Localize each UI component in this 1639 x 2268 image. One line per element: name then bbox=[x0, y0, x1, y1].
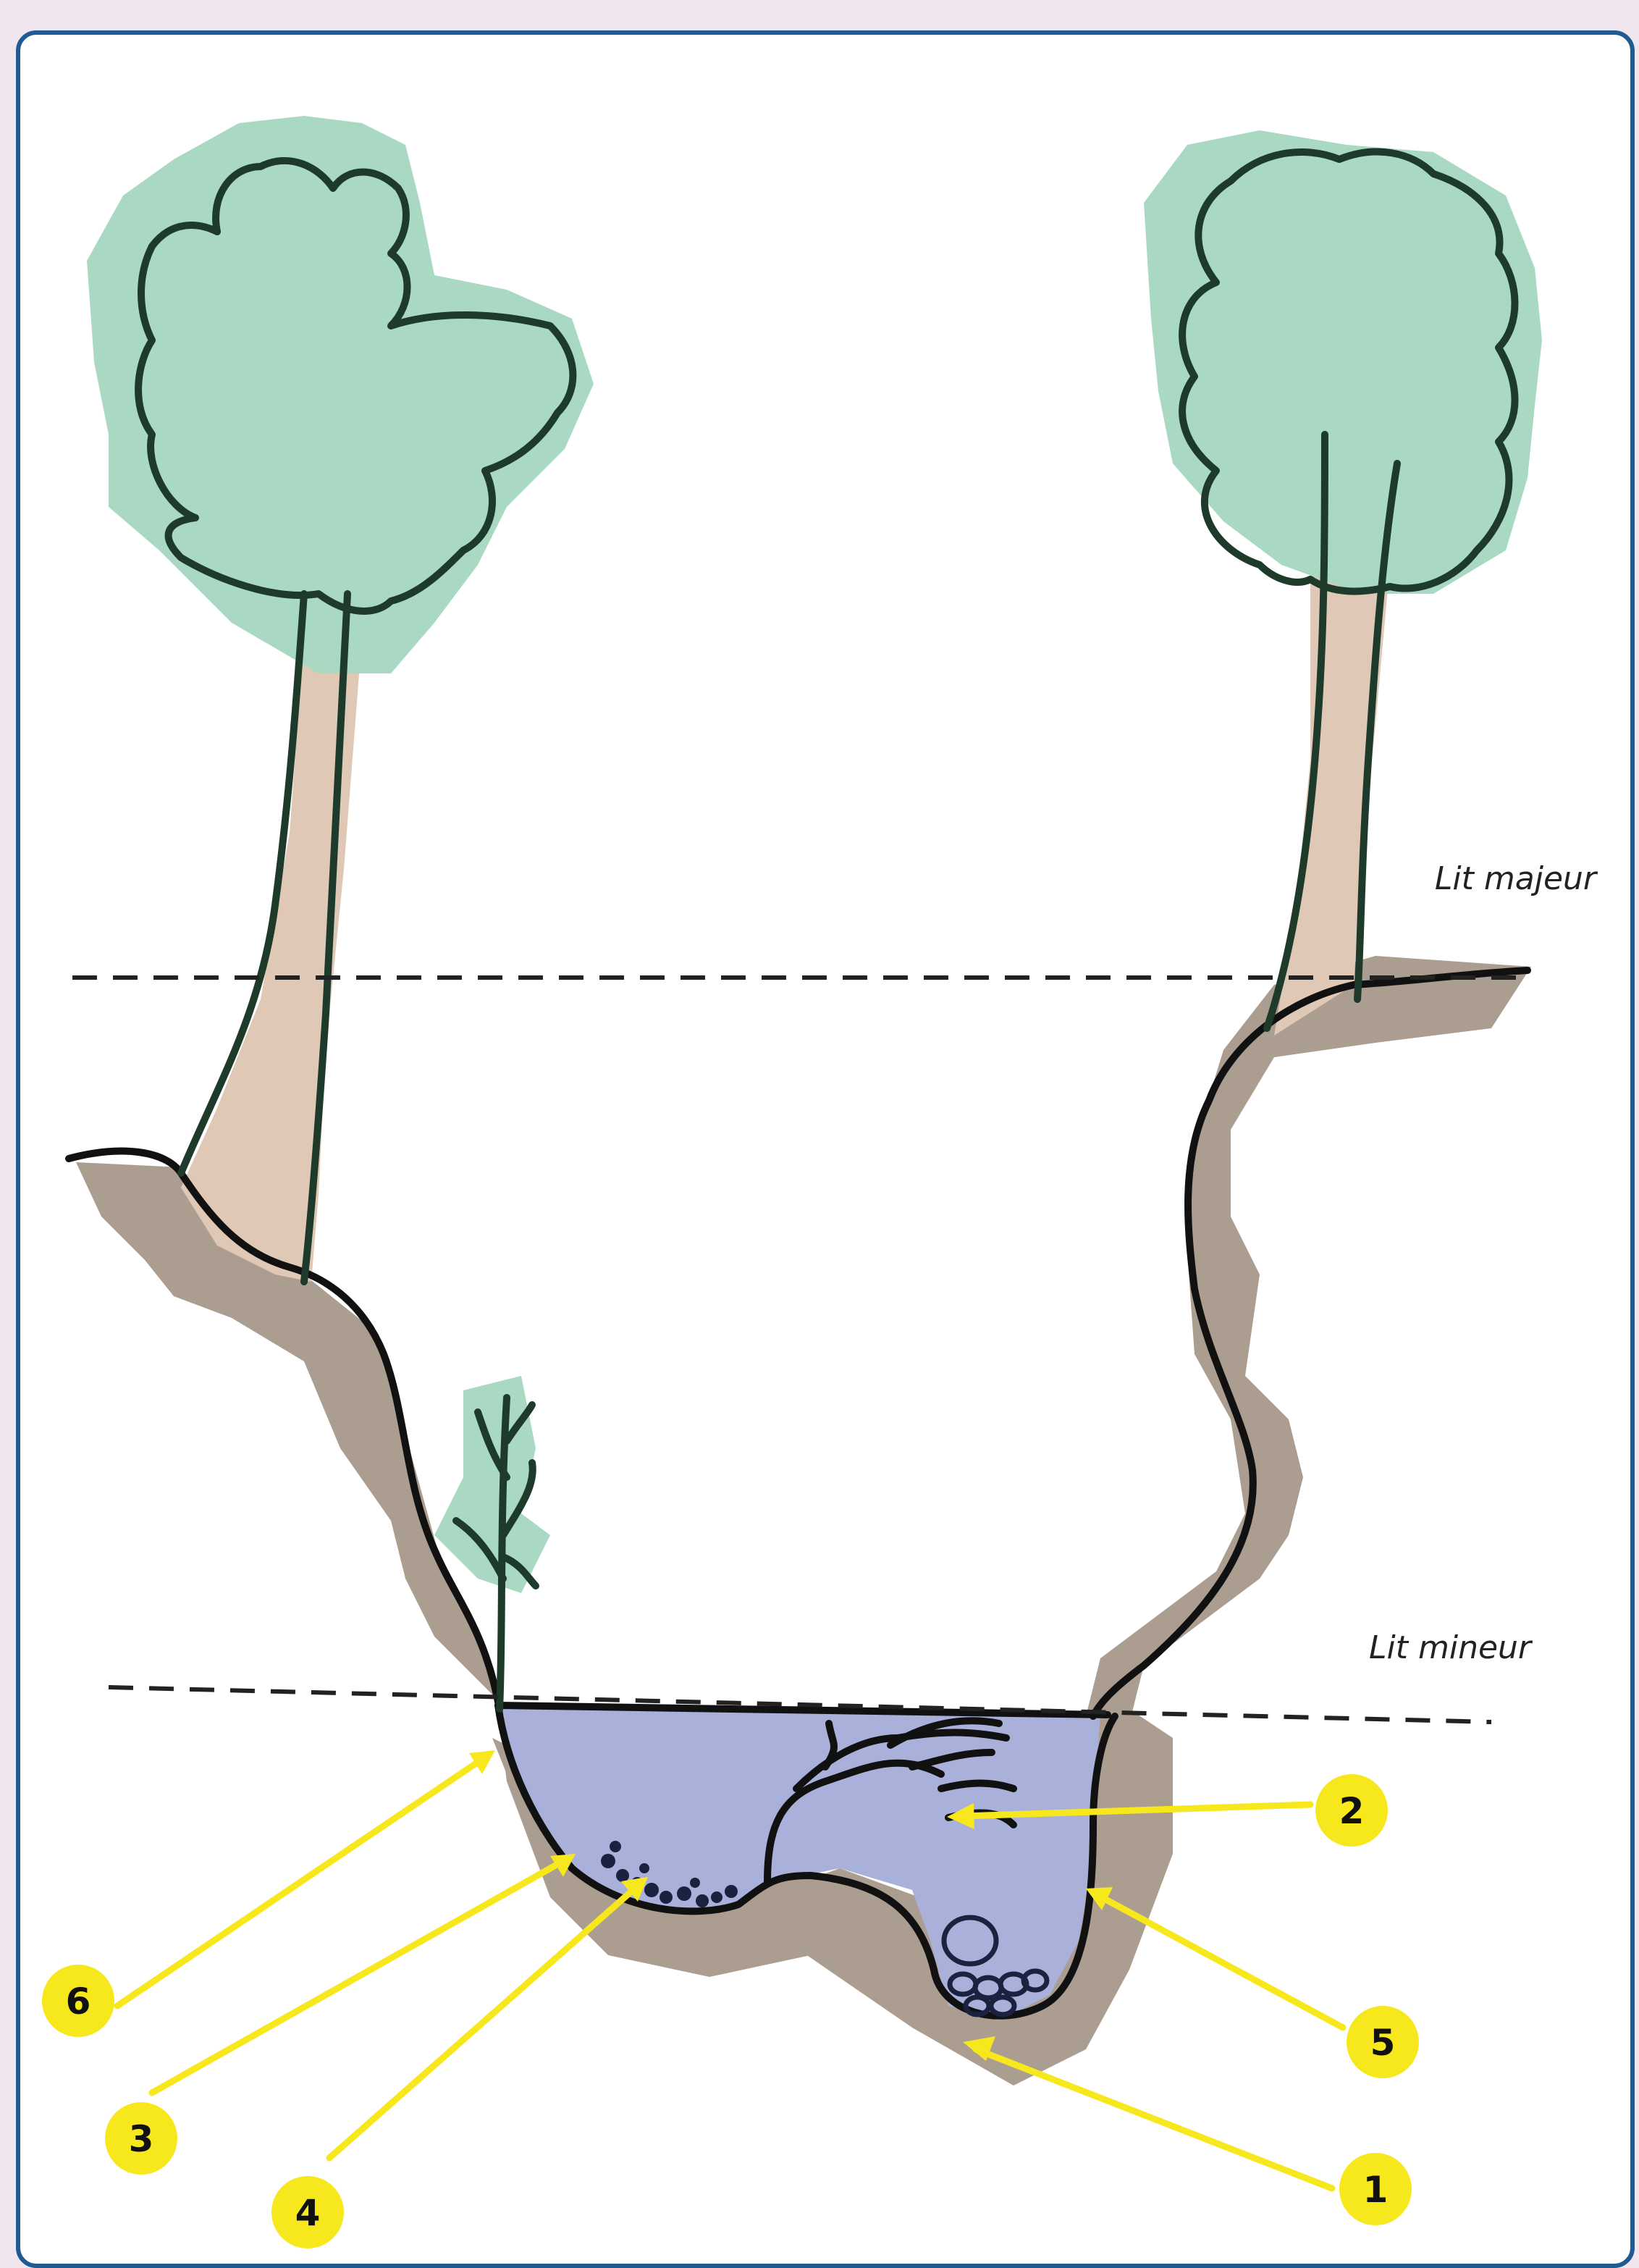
badge-2: 2 bbox=[1315, 1774, 1388, 1847]
badge-3: 3 bbox=[105, 2102, 177, 2175]
badge-5-number: 5 bbox=[1370, 2022, 1396, 2064]
major-bed-label: Lit majeur bbox=[1435, 860, 1598, 897]
badge-1: 1 bbox=[1339, 2153, 1412, 2225]
arrow-1 bbox=[976, 2049, 1332, 2188]
right-bank-outline bbox=[1093, 970, 1528, 1716]
badge-5: 5 bbox=[1347, 2006, 1419, 2078]
badge-6: 6 bbox=[42, 1965, 114, 2037]
left-tree-foliage bbox=[87, 116, 594, 673]
badge-6-number: 6 bbox=[66, 1981, 91, 2023]
arrow-6 bbox=[117, 1758, 484, 2006]
arrow-4 bbox=[329, 1886, 637, 2158]
left-tree-trunk bbox=[181, 637, 362, 1282]
badge-4: 4 bbox=[271, 2176, 344, 2248]
right-bank-soil bbox=[1086, 956, 1531, 1723]
badge-2-number: 2 bbox=[1339, 1790, 1365, 1832]
arrow-5 bbox=[1099, 1896, 1343, 2028]
arrow-3 bbox=[152, 1861, 563, 2093]
minor-bed-label: Lit mineur bbox=[1369, 1629, 1533, 1666]
badge-3-number: 3 bbox=[129, 2118, 154, 2160]
badge-4-number: 4 bbox=[295, 2192, 321, 2234]
badge-1-number: 1 bbox=[1363, 2169, 1389, 2211]
